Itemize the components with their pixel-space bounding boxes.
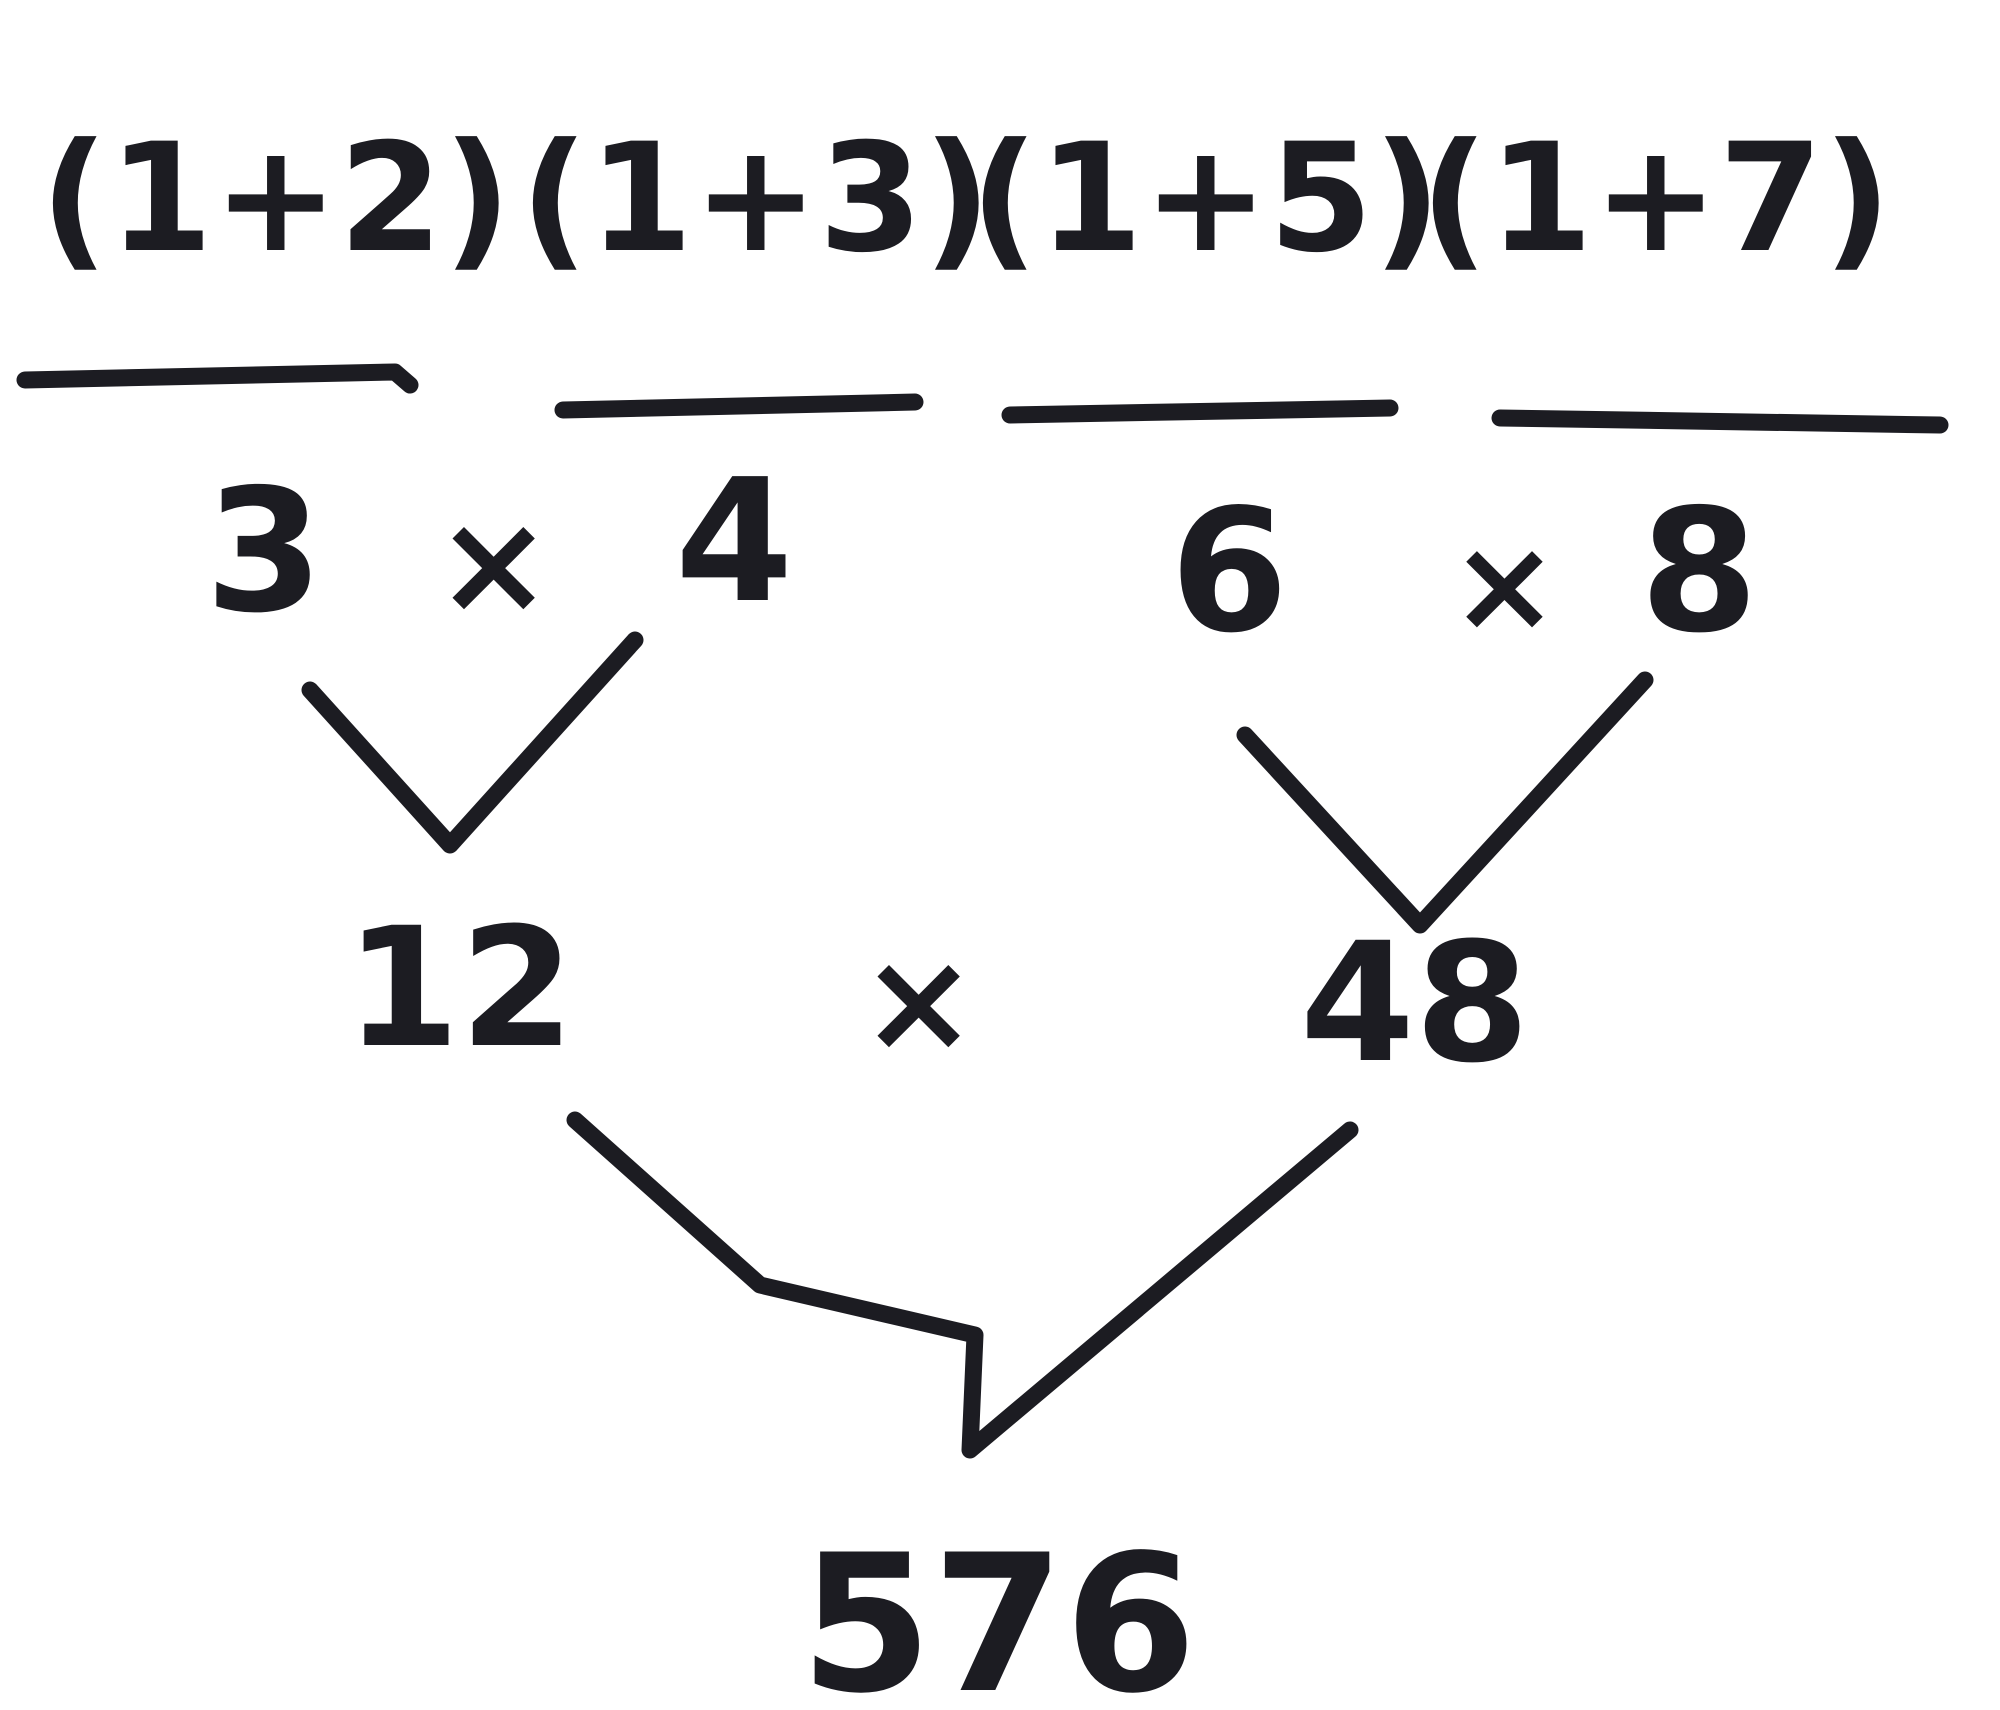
factor-2: (1+3)	[520, 112, 992, 286]
right-v-connector	[1236, 671, 1654, 934]
left-v-connector	[301, 631, 644, 854]
level-1-middle-left: 4	[675, 443, 793, 641]
fraction-bars	[16, 363, 1949, 434]
result-number: 576	[800, 1514, 1197, 1705]
level-2-right: 48	[1300, 907, 1530, 1099]
expression-row: (1+2) (1+3) (1+5) (1+7)	[40, 112, 1892, 286]
factor-4: (1+7)	[1420, 112, 1892, 286]
level-1-row: 3 × 4 6 × 8	[205, 443, 1758, 671]
bottom-v-connector	[566, 1111, 1359, 1459]
fraction-bar-1	[16, 363, 419, 394]
level-1-middle-right: 6	[1170, 473, 1288, 671]
level-1-connectors	[301, 631, 1654, 934]
fraction-bar-4	[1491, 409, 1949, 434]
level-2-row: 12 × 48	[345, 892, 1530, 1099]
factor-1: (1+2)	[40, 112, 512, 286]
level-1-right: 8	[1640, 473, 1758, 671]
level-1-right-operator: ×	[1450, 509, 1559, 661]
level-1-left: 3	[205, 453, 323, 651]
level-2-operator: ×	[860, 921, 977, 1084]
level-1-left-operator: ×	[435, 483, 552, 646]
fraction-bar-3	[1001, 399, 1399, 424]
fraction-bar-2	[554, 393, 924, 419]
factor-3: (1+5)	[970, 112, 1442, 286]
level-2-left: 12	[345, 892, 575, 1084]
